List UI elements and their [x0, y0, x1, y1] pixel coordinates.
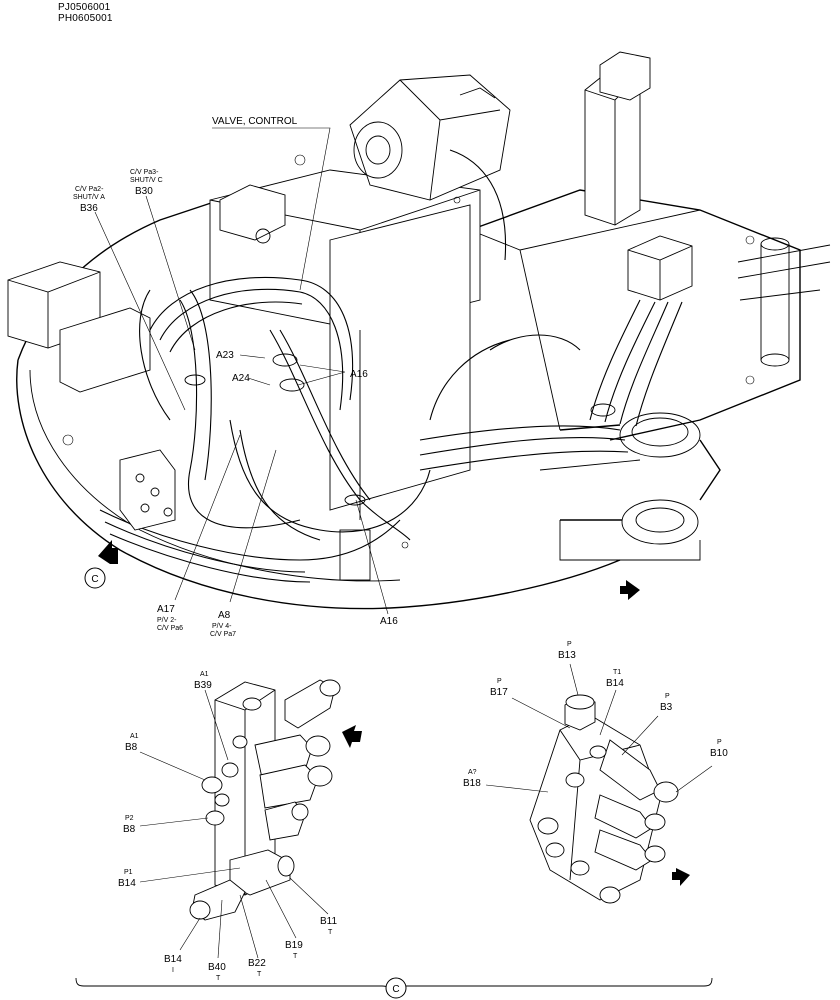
valve-control-title: VALVE, CONTROL — [212, 116, 298, 127]
b8a-label: B8 — [125, 742, 138, 753]
b10-label: B10 — [710, 748, 728, 759]
b17-label: B17 — [490, 687, 508, 698]
b36-label: B36 — [80, 203, 98, 214]
b14-label: B14 — [118, 878, 136, 889]
a8-label: A8 — [218, 610, 231, 621]
b40-label: B40 — [208, 962, 226, 973]
b13-sub: P — [567, 641, 572, 648]
bracket-letter: C — [392, 984, 399, 995]
a8-desc-2: C/V Pa7 — [210, 631, 236, 638]
a16-bottom-label: A16 — [380, 616, 398, 627]
b14b-sub: I — [172, 967, 174, 974]
b22-sub: T — [257, 971, 262, 978]
b30-desc-2: SHUT/V C — [130, 177, 163, 184]
b22-label: B22 — [248, 958, 266, 969]
b14b-label: B14 — [164, 954, 182, 965]
left-valve-detail — [139, 679, 362, 959]
b30-desc-1: C/V Pa3- — [130, 169, 159, 176]
b18-sub: A? — [468, 769, 477, 776]
circle-c-icon — [84, 567, 106, 589]
view-arrow-icon — [98, 540, 118, 564]
b3-sub: P — [665, 693, 670, 700]
a17-desc-1: P/V 2- — [157, 617, 177, 624]
b14r-sub: T1 — [613, 669, 621, 676]
right-valve-detail — [485, 663, 713, 904]
main-leaders — [94, 127, 389, 615]
main-assembly — [7, 51, 831, 610]
b17-sub: P — [497, 678, 502, 685]
a17-desc-2: C/V Pa6 — [157, 625, 183, 632]
b11-label: B11 — [320, 916, 337, 927]
document-code-1: PJ0506001 — [58, 2, 111, 13]
b14r-label: B14 — [606, 678, 624, 689]
b39-sub: A1 — [200, 671, 209, 678]
b30-label: B30 — [135, 186, 153, 197]
a8-desc-1: P/V 4- — [212, 623, 232, 630]
b10-sub: P — [717, 739, 722, 746]
b8b-label: B8 — [123, 824, 136, 835]
a24-label: A24 — [232, 373, 250, 384]
bracket-circle-icon — [385, 977, 407, 999]
b19-label: B19 — [285, 940, 303, 951]
callout-letter: C — [91, 574, 98, 585]
b8a-sub: A1 — [130, 733, 139, 740]
a17-label: A17 — [157, 604, 175, 615]
b14-sub: P1 — [124, 869, 133, 876]
b39-label: B39 — [194, 680, 212, 691]
b3-label: B3 — [660, 702, 673, 713]
b8b-sub: P2 — [125, 815, 134, 822]
a23-label: A23 — [216, 350, 234, 361]
b36-desc-2: SHUT/V A — [73, 194, 105, 201]
a16-top-label: A16 — [350, 369, 368, 380]
b40-sub: T — [216, 975, 221, 982]
b18-label: B18 — [463, 778, 481, 789]
b11-sub: T — [328, 929, 333, 936]
flow-arrow-icon — [620, 580, 640, 600]
b36-desc-1: C/V Pa2- — [75, 186, 104, 193]
b13-label: B13 — [558, 650, 576, 661]
b19-sub: T — [293, 953, 298, 960]
document-code-2: PH0605001 — [58, 13, 113, 24]
